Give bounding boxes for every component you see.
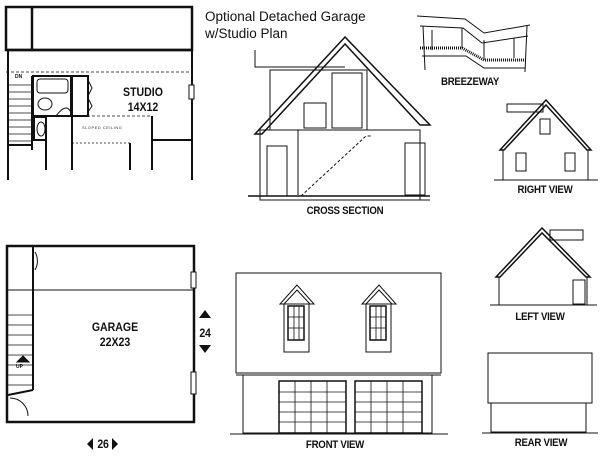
studio-room-name: STUDIO — [123, 85, 163, 99]
garage-room-size: 22X23 — [99, 335, 131, 349]
title-line-2: w/Studio Plan — [205, 26, 288, 41]
breezeway-drawing — [416, 15, 531, 73]
right-view-label: RIGHT VIEW — [517, 184, 573, 196]
cross-section-drawing — [248, 35, 432, 201]
right-view-drawing — [494, 98, 598, 181]
front-view-drawing — [230, 272, 448, 435]
garage-room-name: GARAGE — [91, 320, 139, 334]
left-view-label: LEFT VIEW — [515, 311, 565, 323]
studio-ceiling-note: SLOPED CEILING — [82, 125, 123, 130]
garage-floor-plan — [5, 244, 211, 450]
studio-floor-plan — [4, 5, 195, 180]
page-title: Optional Detached Garage w/Studio Plan — [205, 8, 366, 42]
studio-room-size: 14X12 — [127, 100, 159, 114]
rear-view-label: REAR VIEW — [514, 437, 568, 449]
left-view-drawing — [490, 226, 597, 306]
garage-room-label: GARAGE 22X23 — [84, 320, 146, 350]
studio-room-label: STUDIO 14X12 — [112, 85, 174, 115]
breezeway-label: BREEZEWAY — [440, 76, 500, 88]
studio-stair-label: DN — [15, 74, 23, 80]
front-view-label: FRONT VIEW — [305, 439, 365, 451]
garage-depth-dimension: 24 — [199, 326, 211, 340]
garage-width-dimension: 26 — [97, 437, 109, 451]
title-line-1: Optional Detached Garage — [205, 9, 366, 24]
garage-stair-label: UP — [16, 364, 23, 370]
cross-section-label: CROSS SECTION — [306, 205, 384, 217]
rear-view-drawing — [482, 352, 598, 434]
